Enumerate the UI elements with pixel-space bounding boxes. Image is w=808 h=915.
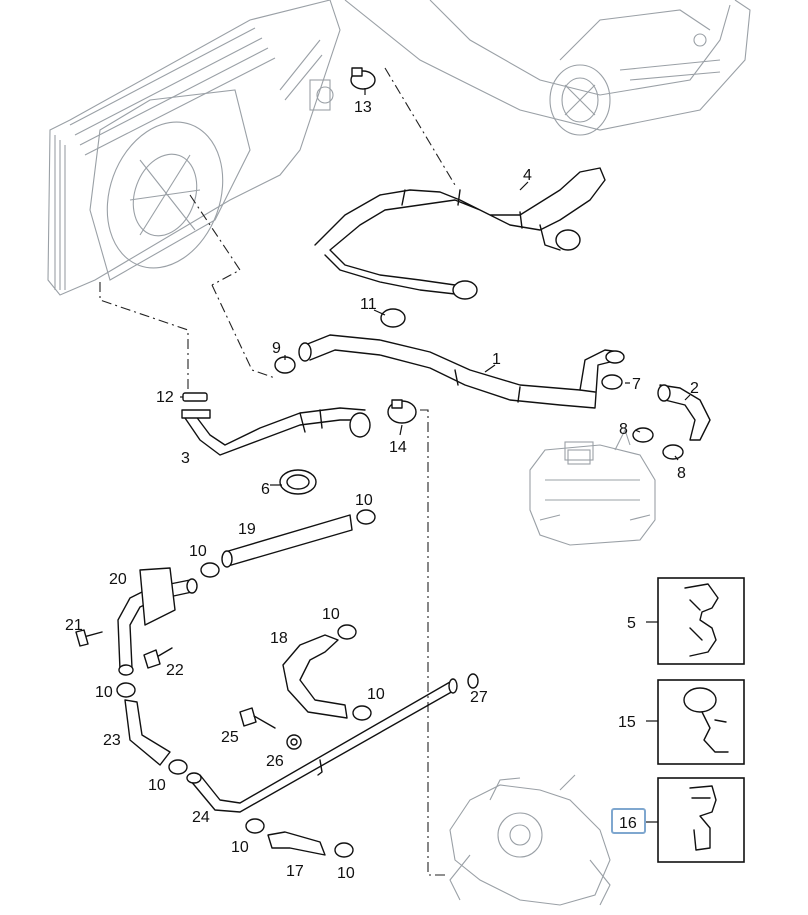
callout-16-highlight [611, 808, 646, 834]
clip-12 [182, 392, 208, 402]
callout-11: 11 [360, 296, 377, 313]
inset-box-5 [646, 577, 745, 665]
callout-23: 23 [103, 732, 121, 749]
clamp-10c [337, 624, 357, 640]
callout-21: 21 [65, 617, 83, 634]
callout-20: 20 [109, 571, 127, 588]
part-21-bolt [75, 629, 103, 647]
part-20-pipe [117, 567, 198, 676]
expansion-tank-ghost [529, 428, 656, 546]
inset-box-15 [646, 679, 745, 765]
part-1-hose [298, 334, 625, 409]
callout-5: 5 [627, 615, 636, 632]
clamp-10e [116, 682, 136, 698]
callout-25: 25 [221, 729, 239, 746]
clamp-8b [662, 444, 684, 460]
callout-6: 6 [261, 481, 270, 498]
callout-13: 13 [354, 99, 372, 116]
clamp-10h [334, 842, 354, 858]
callout-10b: 10 [189, 543, 207, 560]
callout-15: 15 [618, 714, 636, 731]
callout-12: 12 [156, 389, 174, 406]
lower-parts [75, 514, 458, 856]
o-ring-27 [467, 673, 479, 689]
clamp-7 [601, 374, 623, 390]
callout-7: 7 [632, 376, 641, 393]
callout-22: 22 [166, 662, 184, 679]
callout-10c: 10 [322, 606, 340, 623]
clamp-10d [352, 705, 372, 721]
part-3-hose [181, 407, 371, 456]
clamp-14 [387, 399, 417, 424]
clamp-10b [200, 562, 220, 578]
clamp-6 [279, 469, 317, 495]
part-2-hose [657, 384, 711, 441]
part-25-bolt [239, 707, 276, 729]
part-19-hose [221, 514, 353, 568]
callout-18: 18 [270, 630, 288, 647]
part-18-hose [282, 634, 348, 719]
callout-10e: 10 [95, 684, 113, 701]
callout-26: 26 [266, 753, 284, 770]
callout-27: 27 [470, 689, 488, 706]
clamp-10f [168, 759, 188, 775]
callout-16: 16 [619, 815, 637, 832]
clamp-13 [350, 67, 376, 90]
callout-1: 1 [492, 351, 501, 368]
callout-10h: 10 [337, 865, 355, 882]
callout-3: 3 [181, 450, 190, 467]
clamps [116, 67, 684, 858]
callout-8b: 8 [677, 465, 686, 482]
assembly-lines [99, 67, 456, 876]
part-4-hose [314, 167, 606, 300]
thermostat-housing-ghost [449, 774, 611, 906]
callout-2: 2 [690, 380, 699, 397]
callout-10g: 10 [231, 839, 249, 856]
callout-4: 4 [523, 167, 532, 184]
part-22-bolt [143, 647, 173, 669]
clamp-10g [245, 818, 265, 834]
part-23-hose [124, 699, 171, 766]
clamp-10a [356, 509, 376, 525]
callout-10a: 10 [355, 492, 373, 509]
car-ghost [344, 0, 751, 136]
radiator-fan-ghost [47, 0, 341, 296]
callout-8a: 8 [619, 421, 628, 438]
callout-10d: 10 [367, 686, 385, 703]
callout-labels: 1 2 3 4 5 6 7 8 8 9 10 10 10 10 10 10 10… [65, 99, 699, 882]
callout-10f: 10 [148, 777, 166, 794]
callout-19: 19 [238, 521, 256, 538]
callout-24: 24 [192, 809, 210, 826]
callout-9: 9 [272, 340, 281, 357]
inset-box-16 [646, 777, 745, 863]
part-17-hose [267, 831, 326, 856]
washer-26 [286, 734, 302, 750]
clamp-11 [380, 308, 406, 328]
callout-17: 17 [286, 863, 304, 880]
callout-14: 14 [389, 439, 407, 456]
part-24-pipe [186, 678, 458, 813]
leader-lines [180, 88, 691, 486]
